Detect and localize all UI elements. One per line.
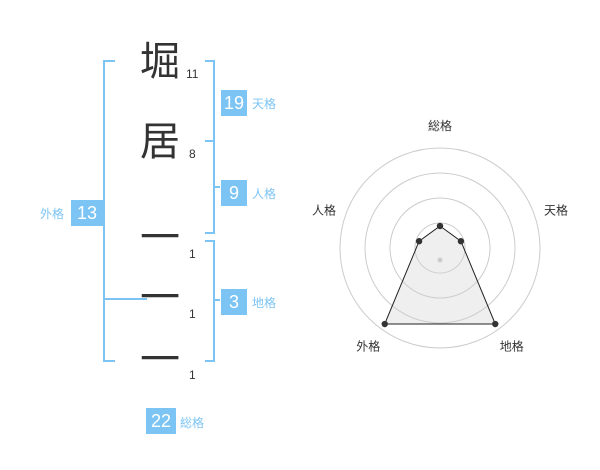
chikaku-badge: 3: [221, 289, 247, 315]
radar-ring-3: [364, 172, 516, 324]
radar-axis-label-1: 総格: [428, 118, 452, 133]
stroke-count-4: 1: [189, 307, 196, 321]
tenkaku-label: 天格: [252, 97, 277, 111]
radar-axis-label-5: 人格: [312, 202, 336, 217]
jinkaku-label: 人格: [252, 187, 277, 201]
gaikaku-divider: [103, 298, 147, 300]
tenkaku-badge: 19: [221, 90, 247, 116]
soukaku-label: 総格: [180, 416, 205, 430]
radar-point-4: [381, 320, 388, 328]
radar-axis-label-4: 外格: [356, 339, 380, 354]
radar-point-5: [415, 238, 423, 245]
radar-ring-2: [389, 197, 491, 299]
radar-center-dot: [437, 257, 443, 263]
radar-ring-4: [339, 147, 541, 349]
stroke-count-2: 8: [189, 147, 196, 161]
stroke-count-5: 1: [189, 368, 196, 382]
radar-point-3: [492, 320, 499, 328]
jinkaku-badge: 9: [221, 180, 247, 206]
gaikaku-badge: 13: [71, 200, 103, 226]
name-char-5: 一: [140, 337, 180, 383]
jinkaku-connector: [213, 186, 220, 188]
radar-axis-label-2: 天格: [544, 202, 568, 217]
tenkaku-bracket: [205, 60, 215, 142]
soukaku-badge: 22: [146, 408, 176, 434]
name-char-3: 一: [140, 215, 180, 261]
chikaku-label: 地格: [252, 296, 277, 310]
radar-axis-label-3: 地格: [500, 339, 524, 354]
radar-points: [381, 222, 499, 328]
chikaku-connector: [213, 299, 220, 301]
name-char-1: 堀: [140, 39, 180, 85]
radar-rings: [339, 147, 541, 349]
radar-point-2: [457, 238, 465, 245]
name-char-2: 居: [140, 119, 180, 165]
stroke-count-3: 1: [189, 247, 196, 261]
radar-point-1: [436, 222, 444, 230]
chikaku-bracket: [205, 240, 215, 362]
radar-series-polygon: [383, 225, 497, 325]
gaikaku-label: 外格: [40, 207, 65, 221]
stroke-count-1: 11: [186, 67, 199, 81]
gaikaku-bracket: [103, 60, 115, 362]
